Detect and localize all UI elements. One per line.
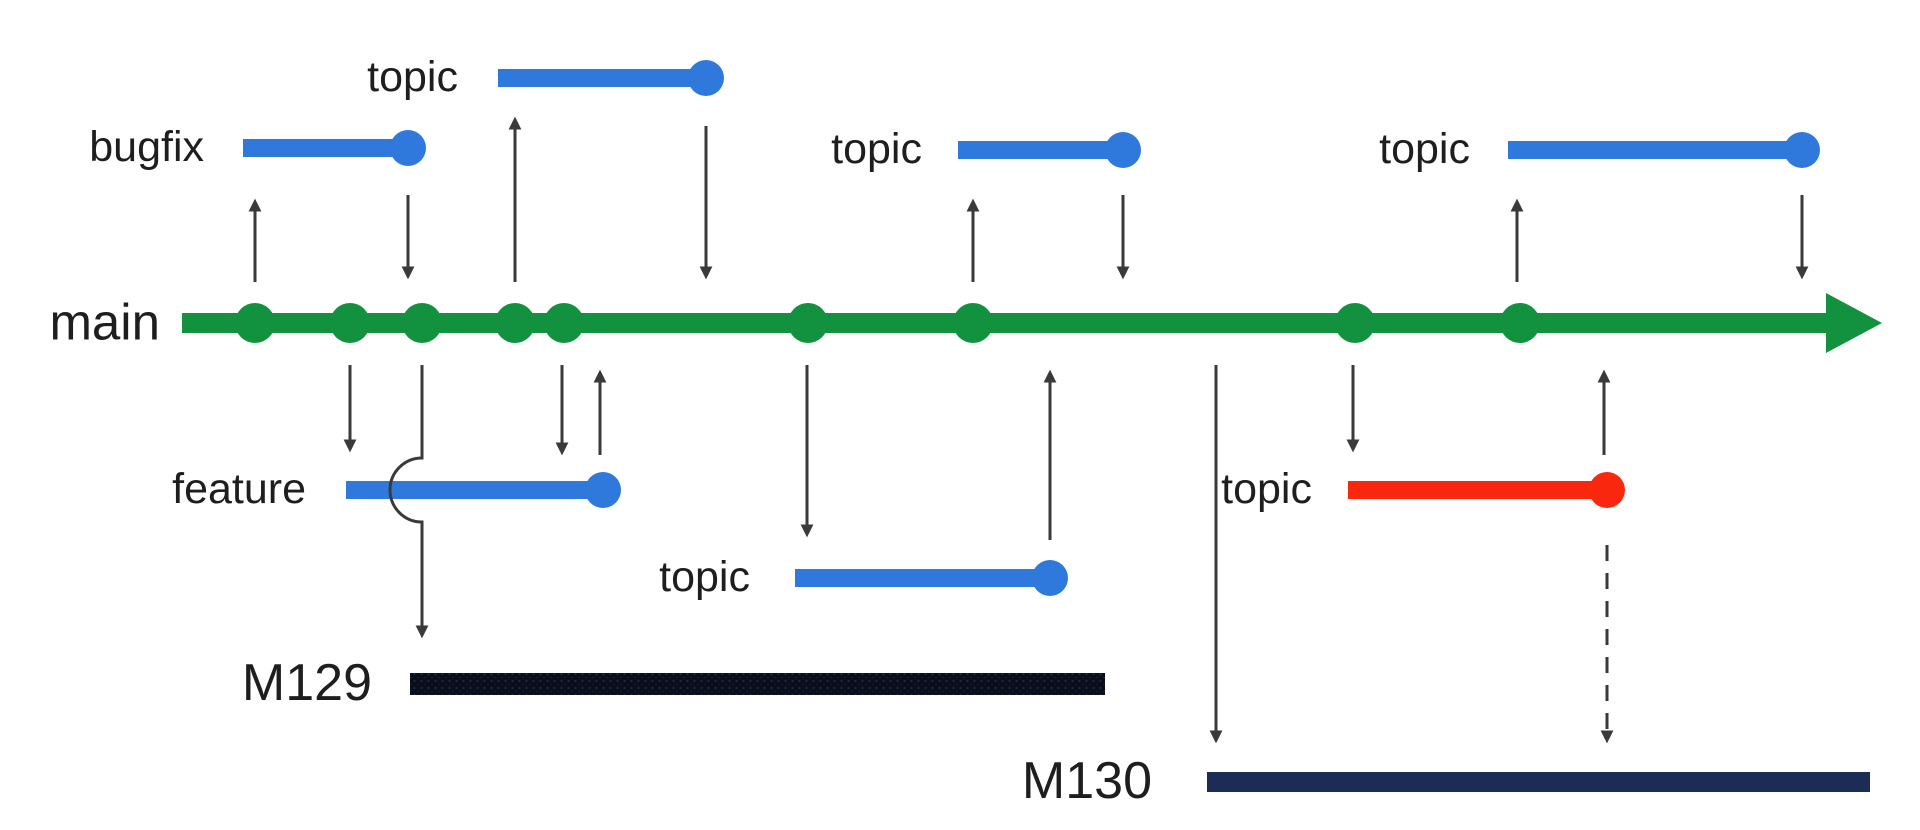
milestone-m130: M130	[1022, 752, 1870, 810]
branch-bar	[498, 69, 706, 87]
branch-bar	[346, 481, 603, 499]
branch-topic-below-center: topic	[659, 553, 1068, 601]
milestone-bar-texture	[410, 673, 1105, 695]
main-commit-dots	[235, 303, 1540, 343]
branch-feature: feature	[172, 465, 621, 513]
commit-dot	[402, 303, 442, 343]
branch-label: bugfix	[89, 123, 204, 171]
branch-bar	[795, 569, 1050, 587]
milestone-label: M129	[242, 654, 372, 712]
branch-label: feature	[172, 465, 306, 513]
commit-dot	[953, 303, 993, 343]
commit-dot	[788, 303, 828, 343]
branch-bar	[958, 141, 1123, 159]
branch-label: topic	[1379, 125, 1470, 173]
branch-label: topic	[1221, 465, 1312, 513]
branch-tip-dot	[1032, 560, 1068, 596]
branch-tip-dot	[688, 60, 724, 96]
branch-bar	[1508, 141, 1802, 159]
branch-tip-dot	[1589, 472, 1625, 508]
commit-dot	[495, 303, 535, 343]
commit-dot	[235, 303, 275, 343]
branch-topic-below-right: topic	[1221, 465, 1625, 513]
branch-tip-dot	[1784, 132, 1820, 168]
branch-label: topic	[367, 53, 458, 101]
branch-bar	[1348, 481, 1607, 499]
commit-dot	[330, 303, 370, 343]
branch-tip-dot	[585, 472, 621, 508]
branch-label: topic	[831, 125, 922, 173]
commit-dot	[1335, 303, 1375, 343]
branch-tip-dot	[390, 130, 426, 166]
branch-bar	[243, 139, 408, 157]
release-line-m129-with-hop-arc	[388, 365, 429, 639]
branch-tip-dot	[1105, 132, 1141, 168]
commit-dot	[544, 303, 584, 343]
milestone-m129: M129	[242, 654, 1105, 712]
main-branch-label: main	[49, 294, 160, 351]
main-branch-arrowhead-icon	[1826, 293, 1882, 353]
branch-topic-above-right: topic	[1379, 125, 1820, 173]
branch-topic-top: topic	[367, 53, 724, 101]
milestone-label: M130	[1022, 752, 1152, 810]
branch-bugfix: bugfix	[89, 123, 426, 171]
milestone-bar	[1207, 772, 1870, 792]
commit-dot	[1500, 303, 1540, 343]
branch-topic-above-center: topic	[831, 125, 1141, 173]
branch-label: topic	[659, 553, 750, 601]
